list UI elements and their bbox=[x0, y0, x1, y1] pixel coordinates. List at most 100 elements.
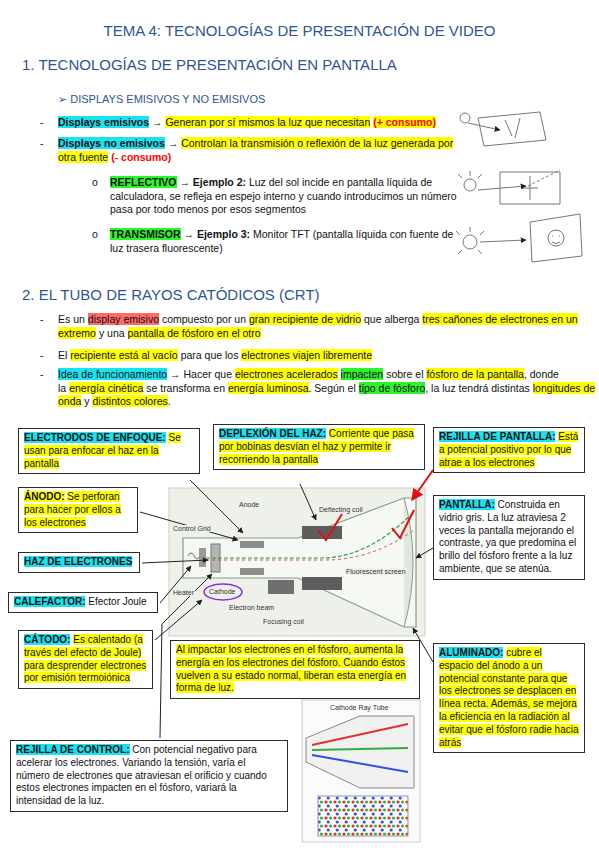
crt-small-figure bbox=[306, 716, 414, 788]
text-run: → bbox=[168, 137, 179, 149]
text-run: electrones acelerados bbox=[235, 368, 338, 380]
red-annotations bbox=[318, 514, 342, 540]
callout-box: PANTALLA:Construida en vidrio gris. La l… bbox=[433, 495, 585, 580]
text-run: Generan por sí mismos la luz que necesit… bbox=[165, 116, 370, 128]
text-run: y bbox=[84, 395, 89, 407]
sketches bbox=[505, 118, 520, 138]
text-run: . bbox=[168, 395, 171, 407]
sketches bbox=[456, 227, 484, 254]
text-paragraph: ➢ DISPLAYS EMISIVOS Y NO EMISIVOS bbox=[58, 92, 458, 106]
text-run: Electron beam bbox=[228, 604, 275, 611]
callout-box: HAZ DE ELECTRONES bbox=[18, 552, 140, 573]
text-run: electrones viajen libremente bbox=[241, 349, 372, 361]
callout-heading: DEPLEXIÓN DEL HAZ: bbox=[219, 428, 326, 439]
callout-box: ALUMINADO:cubre el espacio del ánodo a u… bbox=[433, 643, 585, 753]
text-paragraph: oTRANSMISOR→ Ejemplo 3:Monitor TFT (pant… bbox=[92, 228, 455, 255]
part-label: Electron beam bbox=[228, 603, 288, 612]
text-run: Cathode bbox=[208, 588, 236, 595]
text-run: Displays no emisivos bbox=[58, 137, 165, 149]
callout-box: CÁTODO:Es calentado (a través del efecto… bbox=[18, 630, 153, 689]
part-label: Anode bbox=[238, 500, 298, 509]
red-annotations bbox=[204, 584, 242, 600]
text-run: que alberga bbox=[364, 313, 419, 325]
part-label: Control Grid bbox=[172, 524, 232, 533]
callout-heading: PANTALLA: bbox=[439, 499, 495, 510]
text-run: recipiente está al vacío bbox=[70, 349, 177, 361]
sketches bbox=[500, 172, 560, 204]
text-run: o bbox=[92, 228, 110, 242]
text-run: ➢ DISPLAYS EMISIVOS Y NO EMISIVOS bbox=[58, 93, 265, 105]
text-run: - bbox=[40, 349, 58, 363]
text-run: Idea de funcionamiento bbox=[58, 368, 167, 380]
text-run: energía luminosa bbox=[228, 382, 309, 394]
sketches bbox=[480, 240, 526, 242]
text-run: Cathode Ray Tube bbox=[330, 704, 388, 711]
text-run: → Ejemplo 2: bbox=[179, 176, 246, 188]
section-heading: 2. EL TUBO DE RAYOS CATÓDICOS (CRT) bbox=[22, 285, 582, 305]
crt-photo bbox=[302, 577, 342, 590]
crt-small-figure bbox=[312, 748, 408, 750]
text-run: 1. TECNOLOGÍAS DE PRESENTACIÓN EN PANTAL… bbox=[22, 56, 397, 73]
text-run: TRANSMISOR bbox=[110, 228, 181, 240]
leader-arrows bbox=[160, 566, 191, 603]
text-paragraph: -Displays emisivos→Generan por sí mismos… bbox=[40, 116, 468, 130]
text-run: gran recipiente de vidrio bbox=[249, 313, 361, 325]
text-run: Displays emisivos bbox=[58, 116, 149, 128]
text-run: Fluorescent screen bbox=[345, 568, 407, 575]
callout-box: CALEFACTOR:Efector Joule bbox=[8, 592, 158, 613]
text-run: → Ejemplo 3: bbox=[184, 228, 251, 240]
callout-text: cubre el espacio del ánodo a un potencia… bbox=[439, 647, 579, 748]
callout-heading: CALEFACTOR: bbox=[14, 596, 85, 607]
part-label: Fluorescent screen bbox=[345, 567, 415, 576]
text-run: . Según el bbox=[309, 382, 356, 394]
text-run: - bbox=[40, 116, 58, 130]
crt-photo bbox=[240, 541, 264, 548]
text-run: distintos colores bbox=[92, 395, 167, 407]
callout-text: Efector Joule bbox=[88, 596, 146, 607]
section-heading: 1. TECNOLOGÍAS DE PRESENTACIÓN EN PANTAL… bbox=[22, 55, 582, 75]
callout-text: Al impactar los electrones en el fósforo… bbox=[176, 644, 406, 693]
callout-text: HAZ DE ELECTRONES bbox=[24, 556, 132, 567]
text-paragraph: -Es undisplay emisivocompuesto por ungra… bbox=[40, 313, 599, 340]
text-run: fósforo de la pantalla bbox=[426, 368, 523, 380]
crt-photo bbox=[188, 553, 200, 559]
crt-photo bbox=[302, 526, 342, 539]
page-title: TEMA 4: TECNOLOGÍAS DE PRESENTACIÓN DE V… bbox=[0, 22, 599, 39]
callout-box: ÁNODO:Se perforan para hacer por ellos a… bbox=[18, 487, 138, 533]
text-run: se transforma en bbox=[146, 382, 225, 394]
leader-arrows bbox=[142, 560, 208, 563]
sketches bbox=[464, 179, 476, 191]
text-run: display emisivo bbox=[88, 313, 159, 325]
crt-small-figure bbox=[302, 700, 420, 842]
callout-heading: CÁTODO: bbox=[24, 634, 70, 645]
callout-heading: ELECTRODOS DE ENFOQUE: bbox=[24, 432, 166, 443]
callout-text: Construida en vidrio gris. La luz atravi… bbox=[439, 499, 576, 574]
text-run: energía cinética bbox=[69, 382, 143, 394]
crt-small-figure bbox=[302, 700, 420, 842]
callout-box: ELECTRODOS DE ENFOQUE:Se usan para enfoc… bbox=[18, 428, 200, 474]
text-run: Control Grid bbox=[172, 525, 212, 532]
red-annotations bbox=[412, 470, 433, 500]
text-run: El bbox=[58, 349, 67, 361]
leader-arrows bbox=[300, 484, 316, 520]
crt-photo bbox=[206, 530, 414, 560]
text-run: - bbox=[40, 313, 58, 327]
text-paragraph: -Displays no emisivos→Controlan la trans… bbox=[40, 137, 458, 164]
text-run: (+ consumo) bbox=[373, 116, 436, 128]
crt-photo bbox=[240, 568, 264, 575]
text-run: sobre el bbox=[386, 368, 423, 380]
crt-small-figure bbox=[312, 724, 408, 745]
callout-heading: ALUMINADO: bbox=[439, 647, 503, 658]
sketches bbox=[463, 235, 477, 249]
red-annotations bbox=[204, 470, 433, 600]
crt-photo bbox=[268, 580, 294, 594]
sketches bbox=[456, 112, 582, 262]
sketches bbox=[522, 176, 538, 200]
crt-small-figure bbox=[312, 755, 408, 772]
text-run: y una bbox=[99, 327, 125, 339]
text-run: 2. EL TUBO DE RAYOS CATÓDICOS (CRT) bbox=[22, 286, 320, 303]
text-paragraph: oREFLECTIVO→ Ejemplo 2:Luz del sol incid… bbox=[92, 176, 462, 217]
sketches bbox=[460, 113, 470, 123]
text-run: pantalla de fósforo en el otro bbox=[128, 327, 261, 339]
